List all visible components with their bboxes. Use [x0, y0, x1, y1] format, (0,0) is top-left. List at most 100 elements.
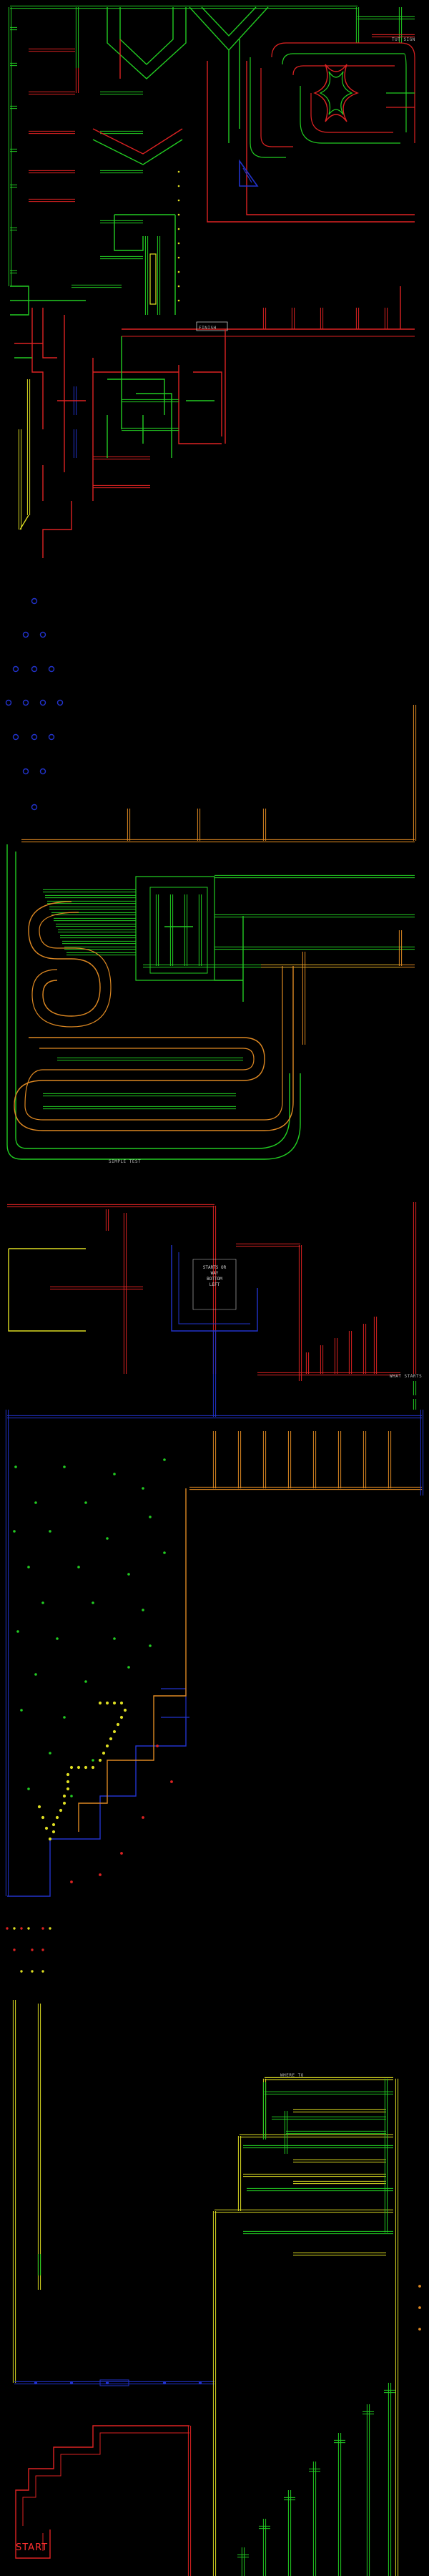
yellow-dot	[41, 1815, 45, 1820]
yellow-dot	[102, 1751, 106, 1755]
orange-post	[237, 1431, 242, 1488]
exit-sign-label: SIMPLE TEST	[109, 1159, 142, 1164]
yellow-dot	[98, 1758, 102, 1762]
red-zigzag	[92, 128, 183, 155]
green-rail	[100, 170, 143, 174]
red-spike	[320, 1345, 324, 1374]
yellow-rail	[18, 429, 22, 530]
green-maze	[136, 393, 172, 458]
green-wall	[114, 215, 144, 251]
blue-wall	[5, 1410, 9, 1896]
green-dot	[163, 1458, 166, 1461]
blue-ring	[31, 665, 38, 673]
green-dot	[27, 1787, 30, 1790]
green-dot	[106, 1537, 109, 1540]
yellow-rail	[293, 2180, 386, 2185]
red-rail	[29, 170, 75, 174]
green-maze	[107, 379, 165, 415]
green-capsule	[144, 236, 149, 315]
blue-ring	[48, 733, 55, 741]
red-spike	[373, 1317, 378, 1374]
yellow-wall	[37, 2004, 41, 2290]
green-rail	[57, 1057, 243, 1061]
green-spike	[10, 148, 17, 152]
yellow-dot	[177, 170, 180, 173]
green-wall	[75, 7, 79, 68]
green-post	[309, 2468, 320, 2472]
red-dot	[142, 1816, 144, 1819]
green-dot	[63, 1465, 66, 1468]
yellow-dot	[177, 228, 180, 230]
yellow-wall	[395, 2079, 399, 2576]
yellow-dot	[177, 213, 180, 216]
yellow-dot	[119, 1701, 124, 1705]
blue-wall	[171, 1245, 258, 1332]
orange-post	[363, 1431, 367, 1488]
red-rail	[29, 91, 75, 95]
green-rail	[247, 2187, 393, 2192]
green-dot	[84, 1501, 87, 1504]
marker-dot	[41, 1948, 44, 1951]
red-stairs	[15, 2425, 189, 2526]
orange-post	[262, 809, 267, 841]
yellow-dot	[105, 1701, 109, 1705]
green-post	[337, 2433, 342, 2576]
marker-dot	[27, 1927, 30, 1930]
green-funnel	[119, 7, 174, 65]
green-dot	[41, 1601, 44, 1604]
green-rail	[100, 255, 143, 260]
yellow-dot	[66, 1780, 70, 1784]
yellow-dot	[51, 1823, 56, 1827]
red-rail	[93, 456, 150, 460]
green-ray	[60, 935, 136, 939]
blue-ring	[31, 597, 38, 605]
finish-sign	[196, 321, 228, 331]
yellow-dot	[84, 1765, 88, 1770]
yellow-dot	[105, 1744, 109, 1748]
red-loop	[310, 93, 393, 133]
red-maze	[42, 308, 57, 358]
yellow-dot	[177, 270, 180, 273]
green-track	[6, 844, 301, 1160]
green-post	[237, 2554, 249, 2558]
green-spike	[10, 227, 17, 231]
yellow-dot	[37, 1805, 41, 1809]
green-loop	[250, 57, 286, 158]
green-spike	[10, 105, 17, 109]
red-spike	[363, 1324, 367, 1374]
red-post	[355, 308, 360, 329]
yellow-rail	[19, 514, 29, 530]
green-dot	[13, 1530, 16, 1533]
yellow-dot	[98, 1701, 102, 1705]
green-rail	[243, 2145, 393, 2149]
orange-bar	[189, 1486, 422, 1491]
red-rail	[236, 1243, 300, 1247]
green-post	[262, 2519, 267, 2576]
green-rail	[214, 914, 415, 918]
green-rail	[272, 2116, 386, 2120]
green-dot	[113, 1473, 116, 1475]
green-rail	[72, 284, 122, 288]
blue-ring	[22, 768, 29, 775]
green-wall	[384, 2079, 388, 2233]
orange-loop	[24, 966, 283, 1121]
green-wall	[10, 5, 79, 9]
blue-ring	[12, 733, 19, 741]
yellow-dot	[77, 1765, 81, 1770]
yellow-rail	[293, 2109, 386, 2113]
blue-triangle	[242, 167, 252, 183]
green-y-shape	[189, 6, 269, 52]
orange-marker	[418, 2328, 421, 2331]
green-dot	[20, 1709, 23, 1712]
yellow-dot	[91, 1765, 95, 1770]
green-rail	[43, 1093, 236, 1097]
yellow-dot	[66, 1772, 70, 1777]
green-dot	[49, 1752, 51, 1755]
green-post	[284, 2497, 295, 2501]
green-dot	[16, 1630, 19, 1633]
orange-track	[28, 901, 101, 1017]
yellow-dot	[177, 256, 180, 259]
green-y-shape	[201, 6, 257, 37]
green-rail	[122, 427, 179, 431]
red-post	[384, 308, 388, 329]
